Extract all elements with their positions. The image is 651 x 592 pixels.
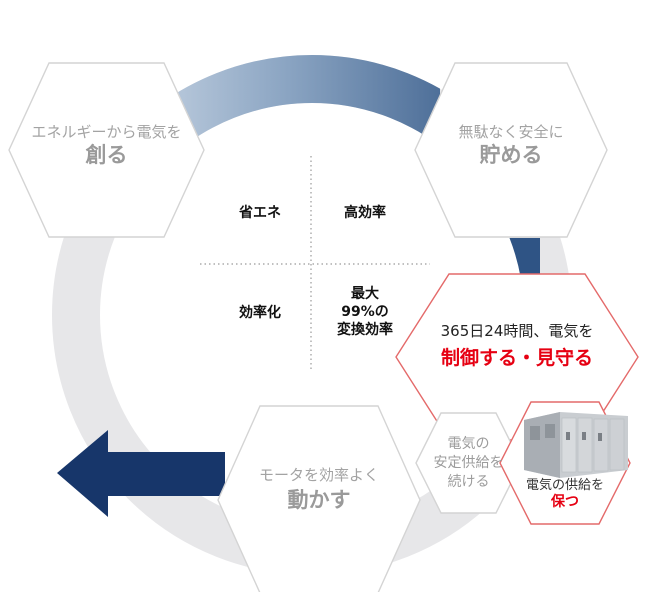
center-conversion-efficiency: 最大 99%の 変換効率 [320, 285, 410, 340]
hex-store-label: 無駄なく安全に 貯める [415, 123, 607, 168]
hex-drive [217, 405, 421, 592]
center-conversion-line2: 99%の [341, 304, 389, 321]
hex-stable-line1: 電気の [447, 436, 490, 452]
center-conversion-line3: 変換効率 [337, 322, 393, 339]
hex-store [414, 62, 608, 238]
hex-drive-label: モータを効率よく 動かす [218, 466, 420, 513]
hex-supply-line1: 電気の供給を [525, 478, 604, 493]
hex-store-line2: 貯める [479, 142, 543, 167]
hex-control-label: 365日24時間、電気を 制御する・見守る [396, 322, 638, 371]
hex-create-line2: 創る [85, 142, 128, 167]
center-high-efficiency: 高効率 [344, 205, 386, 221]
hex-create [8, 62, 205, 238]
hex-drive-line2: 動かす [287, 487, 351, 512]
hex-supply-line2: 保つ [551, 494, 579, 511]
arrow-left-icon [57, 430, 225, 517]
top-flow-arc [160, 55, 440, 160]
hex-create-label: エネルギーから電気を 創る [9, 123, 204, 168]
hex-drive-line1: モータを効率よく [258, 466, 379, 484]
electrical-cabinet-icon [524, 412, 628, 478]
center-efficiency-improvement: 効率化 [239, 305, 281, 321]
hex-stable-line3: 続ける [447, 473, 490, 490]
hex-control-line2: 制御する・見守る [440, 346, 593, 369]
hex-stable-label: 電気の 安定供給を 続ける [416, 435, 521, 492]
center-energy-saving: 省エネ [239, 205, 281, 221]
hex-stable-line2: 安定供給を [433, 454, 504, 471]
hex-create-line1: エネルギーから電気を [31, 123, 182, 141]
hex-control-line1: 365日24時間、電気を [440, 322, 594, 340]
hex-store-line1: 無駄なく安全に [458, 123, 564, 141]
hex-supply-label: 電気の供給を 保つ [500, 478, 630, 512]
center-conversion-line1: 最大 [351, 286, 379, 302]
